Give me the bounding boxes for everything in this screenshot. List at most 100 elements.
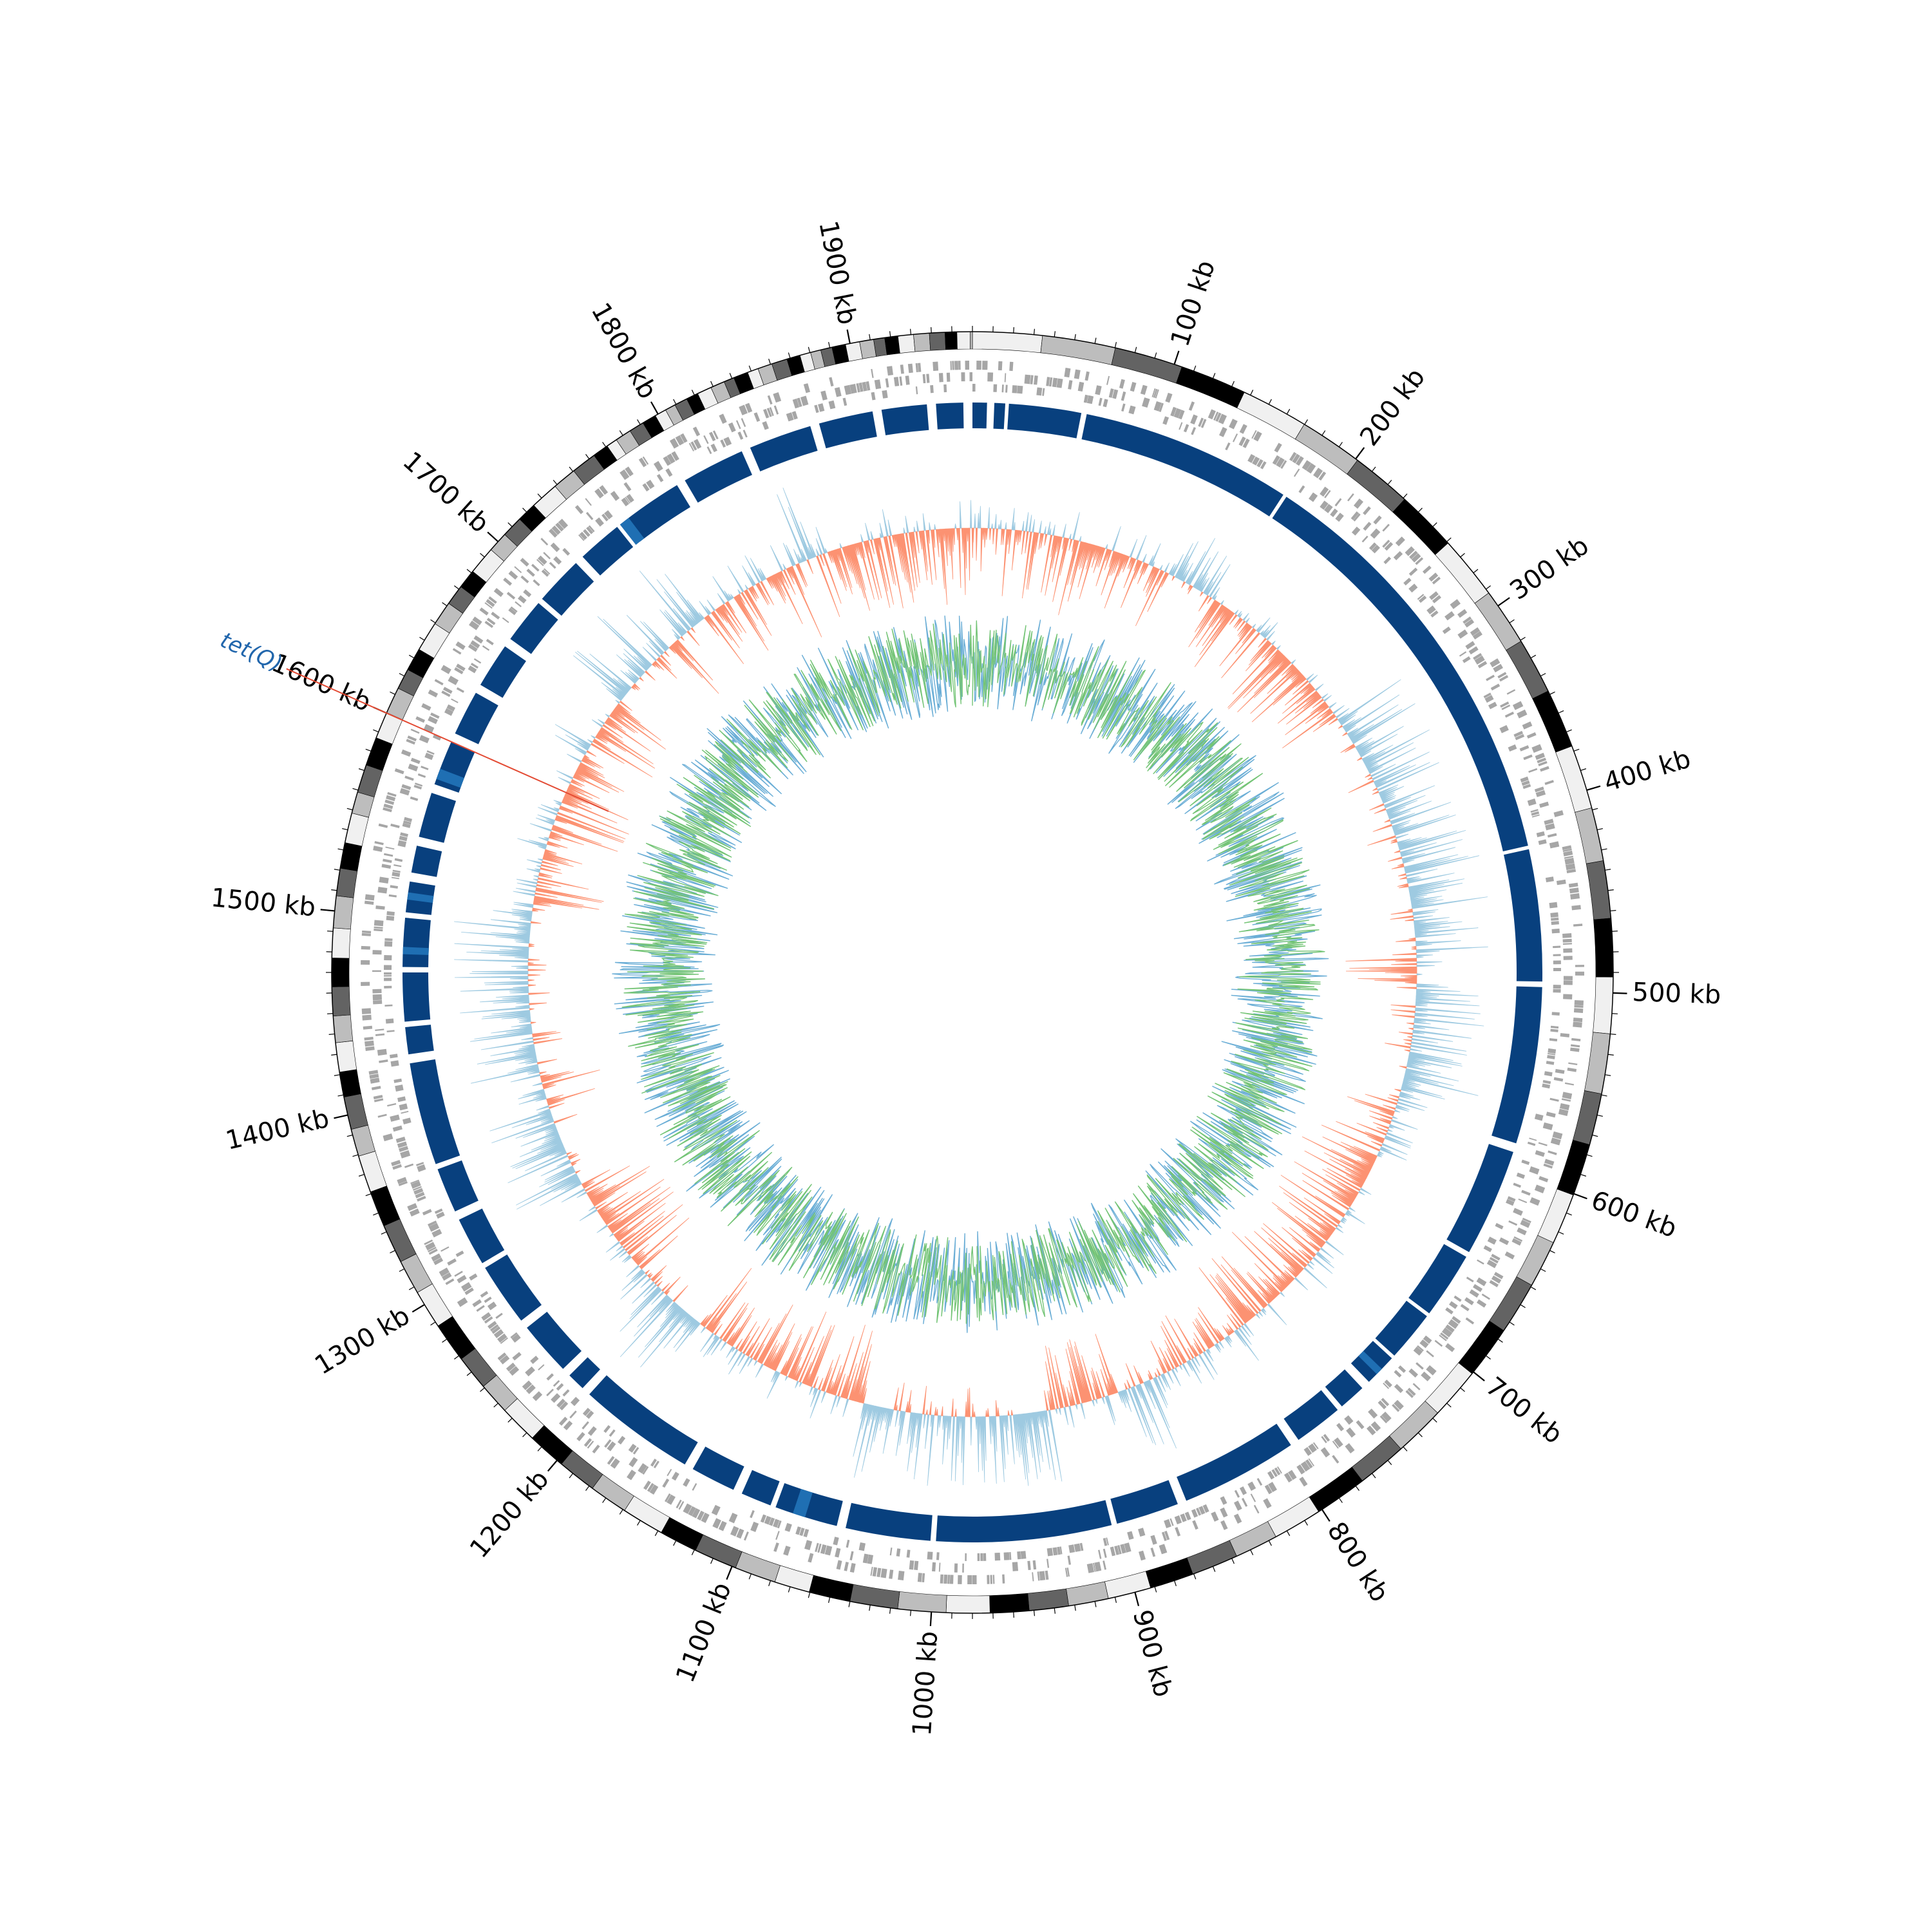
cds-feature <box>1173 408 1182 419</box>
blast-hit-block <box>1408 1244 1466 1314</box>
minor-tick <box>553 480 558 485</box>
cds-feature <box>1521 1159 1530 1166</box>
cds-feature <box>1530 1197 1540 1206</box>
cds-feature <box>395 1136 406 1143</box>
cds-feature <box>456 687 464 693</box>
cds-feature <box>671 1472 679 1481</box>
cds-feature <box>481 1312 491 1321</box>
cds-feature <box>384 1004 393 1007</box>
minor-tick <box>1387 480 1392 485</box>
cds-feature <box>690 441 697 451</box>
cds-feature <box>550 542 560 553</box>
cds-feature <box>653 1461 659 1468</box>
cds-feature <box>1538 839 1547 845</box>
cds-feature <box>520 558 529 567</box>
cds-feature <box>917 1573 922 1582</box>
cds-feature <box>1332 1455 1340 1464</box>
cds-feature <box>1268 1482 1277 1493</box>
cds-feature <box>814 404 819 413</box>
cds-feature <box>1534 1113 1544 1121</box>
cds-feature <box>555 522 564 532</box>
cds-feature <box>723 437 732 446</box>
cds-feature <box>938 373 943 383</box>
cds-feature <box>558 1416 568 1426</box>
minor-tick <box>729 373 733 379</box>
cds-feature <box>950 361 952 370</box>
cds-feature <box>1112 389 1119 399</box>
cds-feature <box>1530 809 1539 813</box>
cds-feature <box>1513 1182 1521 1188</box>
blast-hit-block <box>1177 1423 1291 1501</box>
cds-feature <box>824 1545 833 1556</box>
cds-feature <box>392 1164 402 1170</box>
cds-feature <box>377 1113 387 1118</box>
cds-feature <box>1252 456 1260 466</box>
major-tick <box>1613 992 1627 994</box>
cds-feature <box>1515 734 1525 741</box>
minor-tick <box>619 1509 623 1515</box>
cds-feature <box>1383 556 1392 564</box>
cds-feature <box>1534 1184 1546 1193</box>
cds-feature <box>476 1305 485 1312</box>
cds-feature <box>667 1468 672 1477</box>
minor-tick <box>1268 1540 1272 1546</box>
cds-feature <box>998 361 1003 371</box>
cds-feature <box>1009 361 1014 372</box>
cds-feature <box>862 381 867 392</box>
major-tick <box>547 1459 558 1472</box>
cds-feature <box>1332 1441 1339 1449</box>
cds-feature <box>381 864 392 869</box>
cds-feature <box>512 1352 522 1361</box>
blast-hit-block <box>936 402 964 430</box>
cds-feature <box>1417 594 1425 600</box>
cds-feature <box>1233 1501 1242 1511</box>
cds-feature <box>625 466 634 477</box>
blast-hit-block <box>881 404 929 435</box>
cds-feature <box>430 712 440 719</box>
cds-feature <box>1411 553 1421 563</box>
cds-feature <box>1046 377 1050 386</box>
gc-content-line-a <box>612 615 1329 1333</box>
cds-feature <box>1542 1080 1551 1084</box>
cds-feature <box>444 708 454 716</box>
cds-feature <box>493 1329 504 1338</box>
cds-feature <box>1426 605 1436 615</box>
cds-feature <box>993 384 998 392</box>
cds-feature <box>1183 424 1189 433</box>
cds-feature <box>506 1362 516 1372</box>
major-tick <box>487 531 499 542</box>
blast-hit-block <box>582 527 634 576</box>
cds-feature <box>585 511 594 520</box>
cds-feature <box>1215 412 1222 422</box>
contig-segment <box>1557 1139 1590 1196</box>
cds-feature <box>384 965 392 971</box>
cds-feature <box>1419 1339 1429 1349</box>
cds-feature <box>1381 1411 1392 1422</box>
cds-feature <box>763 408 770 419</box>
cds-feature <box>678 1501 685 1510</box>
cds-feature <box>397 1141 408 1148</box>
cds-feature <box>523 589 532 598</box>
minor-tick <box>1094 1601 1097 1607</box>
cds-feature <box>1368 1408 1378 1419</box>
cds-feature <box>541 569 549 577</box>
cds-feature <box>885 378 889 388</box>
contig-segment <box>358 1151 387 1193</box>
blast-hit-accent <box>407 892 434 903</box>
cds-feature <box>1094 1561 1102 1572</box>
minor-tick <box>869 334 871 340</box>
cds-feature <box>1546 1112 1556 1118</box>
cds-feature <box>480 1291 489 1298</box>
cds-feature <box>441 690 451 697</box>
cds-feature <box>1283 1472 1293 1482</box>
cds-feature <box>1487 1236 1497 1245</box>
minor-tick <box>1509 1321 1515 1326</box>
blast-hit-block <box>972 402 987 429</box>
cds-feature <box>392 1125 402 1132</box>
minor-tick <box>828 342 831 348</box>
cds-feature <box>470 663 478 669</box>
cds-feature <box>422 1209 432 1216</box>
cds-feature <box>368 1070 379 1075</box>
cds-feature <box>642 483 650 492</box>
cds-feature <box>400 1150 411 1159</box>
